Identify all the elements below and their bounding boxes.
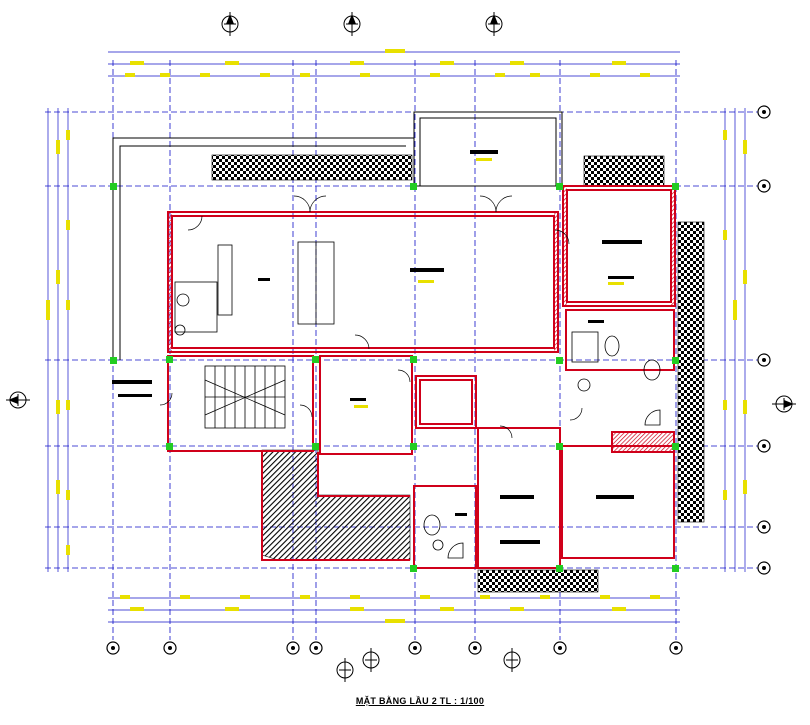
compass-icon [8,14,794,408]
level-marks [354,158,624,408]
drawing-title: MẶT BẰNG LẦU 2 TL : 1/100 [355,696,485,706]
balcony-outline [112,111,563,360]
dimension-labels [46,49,747,623]
columns [110,183,679,572]
room-labels [112,150,642,544]
grid-bubble-dots [111,110,766,650]
staircase [204,365,286,429]
fixtures [174,241,661,559]
wall-hatch [168,186,675,452]
doors [159,195,583,439]
dimension-lines [47,51,746,623]
walls [167,185,676,569]
roof-areas [211,154,705,593]
